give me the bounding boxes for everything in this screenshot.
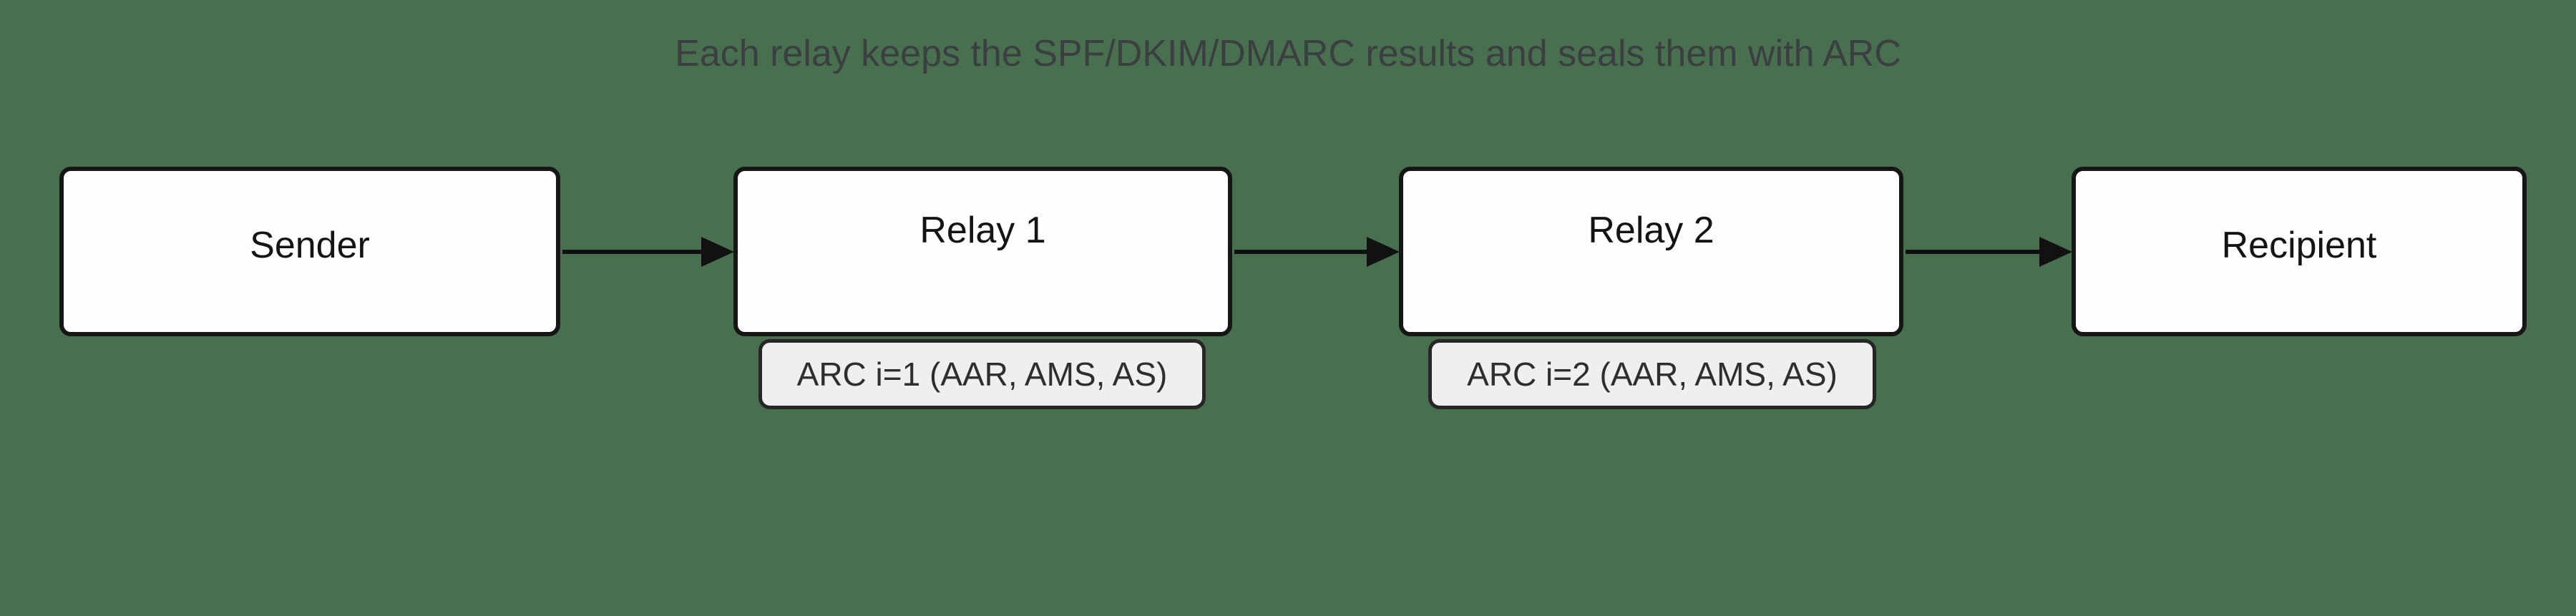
node-recipient-label: Recipient	[2221, 224, 2377, 266]
node-relay-1-label: Relay 1	[919, 209, 1046, 251]
node-relay-2-label: Relay 2	[1588, 209, 1714, 251]
node-sender-label: Sender	[250, 224, 370, 266]
node-recipient: Recipient	[2072, 167, 2527, 336]
arrow-sender-to-relay1	[562, 237, 734, 267]
arc-seal-label-2-text: ARC i=2 (AAR, AMS, AS)	[1467, 356, 1838, 393]
node-sender: Sender	[59, 167, 560, 336]
arrowhead-icon	[1367, 237, 1400, 267]
arc-seal-label-2: ARC i=2 (AAR, AMS, AS)	[1428, 339, 1876, 409]
node-relay-2: Relay 2	[1399, 167, 1903, 336]
arrow-relay2-to-recipient	[1906, 237, 2072, 267]
diagram-title: Each relay keeps the SPF/DKIM/DMARC resu…	[675, 33, 1901, 74]
node-relay-1: Relay 1	[733, 167, 1232, 336]
arc-seal-label-1-text: ARC i=1 (AAR, AMS, AS)	[796, 356, 1168, 393]
arc-seal-label-1: ARC i=1 (AAR, AMS, AS)	[758, 339, 1206, 409]
arrowhead-icon	[701, 237, 734, 267]
arrowhead-icon	[2039, 237, 2072, 267]
arrow-relay1-to-relay2	[1234, 237, 1400, 267]
